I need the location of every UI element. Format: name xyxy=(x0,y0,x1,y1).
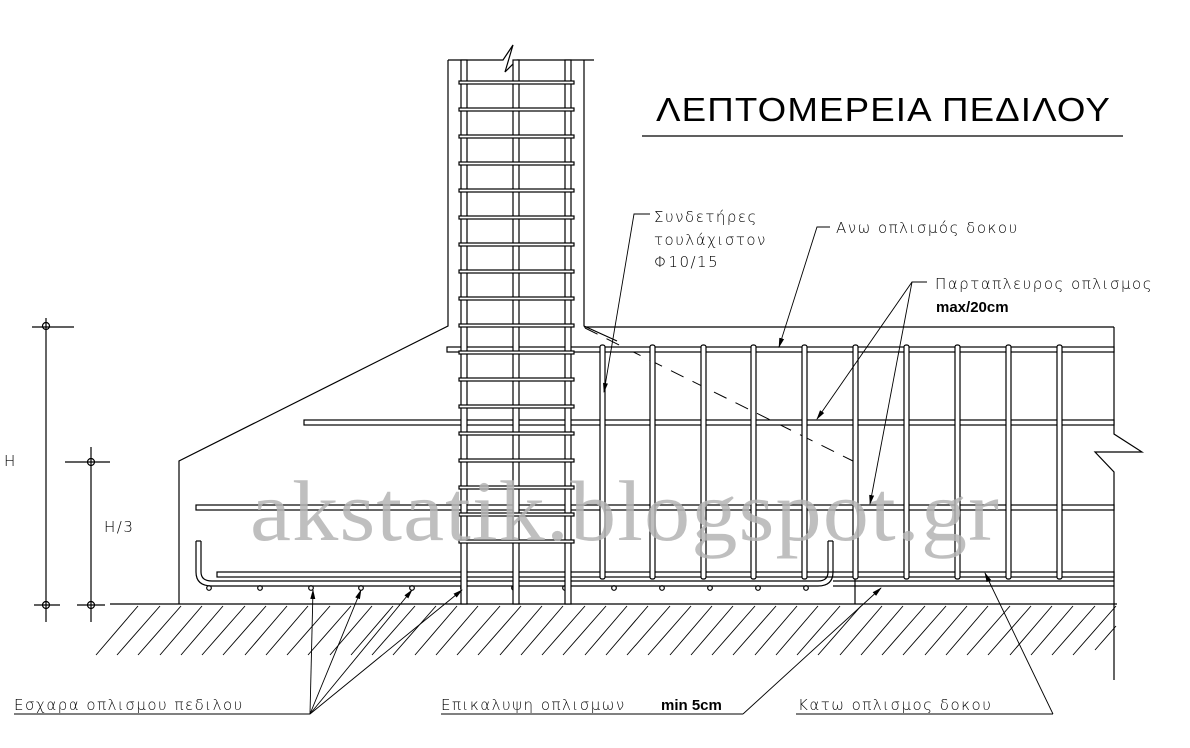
leader-side-rebar-lower xyxy=(869,281,913,505)
label-cover-value: min 5cm xyxy=(661,697,722,714)
leader-bottom-rebar xyxy=(984,572,1054,715)
dimension-H: H xyxy=(4,318,74,622)
leader-mesh-3 xyxy=(309,589,413,715)
dimension-node-icon xyxy=(86,457,96,467)
leader-mesh-1 xyxy=(309,589,316,715)
label-footing-mesh: Εσχαρα οπλισμου πεδιλου xyxy=(14,696,244,714)
drawing-title: ΛΕΠΤΟΜΕΡΕΙΑ ΠΕΔΙΛΟΥ xyxy=(656,91,1111,128)
dimension-H3: H/3 xyxy=(65,447,134,622)
dimension-node-icon xyxy=(41,321,51,331)
watermark-text: akstatik.blogspot.gr xyxy=(250,463,1000,559)
leader-mesh-2 xyxy=(309,589,362,715)
leader-stirrups xyxy=(603,213,650,393)
label-top-beam-rebar: Ανω οπλισμός δοκου xyxy=(836,219,1019,237)
column-longitudinal-bars xyxy=(460,59,572,605)
dimension-node-icon xyxy=(41,600,51,610)
label-bottom-beam-rebar: Κατω οπλισμος δοκου xyxy=(798,696,992,714)
label-cover-text: Επικαλυψη οπλισμων xyxy=(441,696,626,714)
beam-stirrups xyxy=(599,344,1063,580)
ground xyxy=(95,603,1117,656)
title-block: ΛΕΠΤΟΜΕΡΕΙΑ ΠΕΔΙΛΟΥ xyxy=(642,91,1123,137)
side-bar-upper xyxy=(303,419,1115,426)
leader-lines xyxy=(309,213,1054,715)
dimension-h3-label: H/3 xyxy=(104,518,134,536)
bottom-beam-bar xyxy=(216,571,1115,578)
label-side-rebar: Παρταπλευρος οπλισμος xyxy=(935,275,1153,293)
footing-outline xyxy=(178,44,618,604)
leader-top-rebar xyxy=(778,226,830,348)
label-stirrups-line1: Συνδετήρες xyxy=(654,208,758,226)
ground-hatching xyxy=(95,605,1117,656)
annotation-labels: Συνδετήρες τουλάχιστον Φ10/15 Ανω οπλισμ… xyxy=(14,208,1153,715)
dimension-node-icon xyxy=(86,600,96,610)
leader-mesh-4 xyxy=(309,589,463,715)
label-stirrups-line2: τουλάχιστον xyxy=(654,231,767,249)
leader-cover xyxy=(742,587,882,715)
column-stirrups xyxy=(458,80,575,544)
label-stirrups-line3: Φ10/15 xyxy=(654,253,719,271)
dimension-h-label: H xyxy=(4,452,17,470)
label-side-rebar-spacing: max/20cm xyxy=(936,299,1009,316)
